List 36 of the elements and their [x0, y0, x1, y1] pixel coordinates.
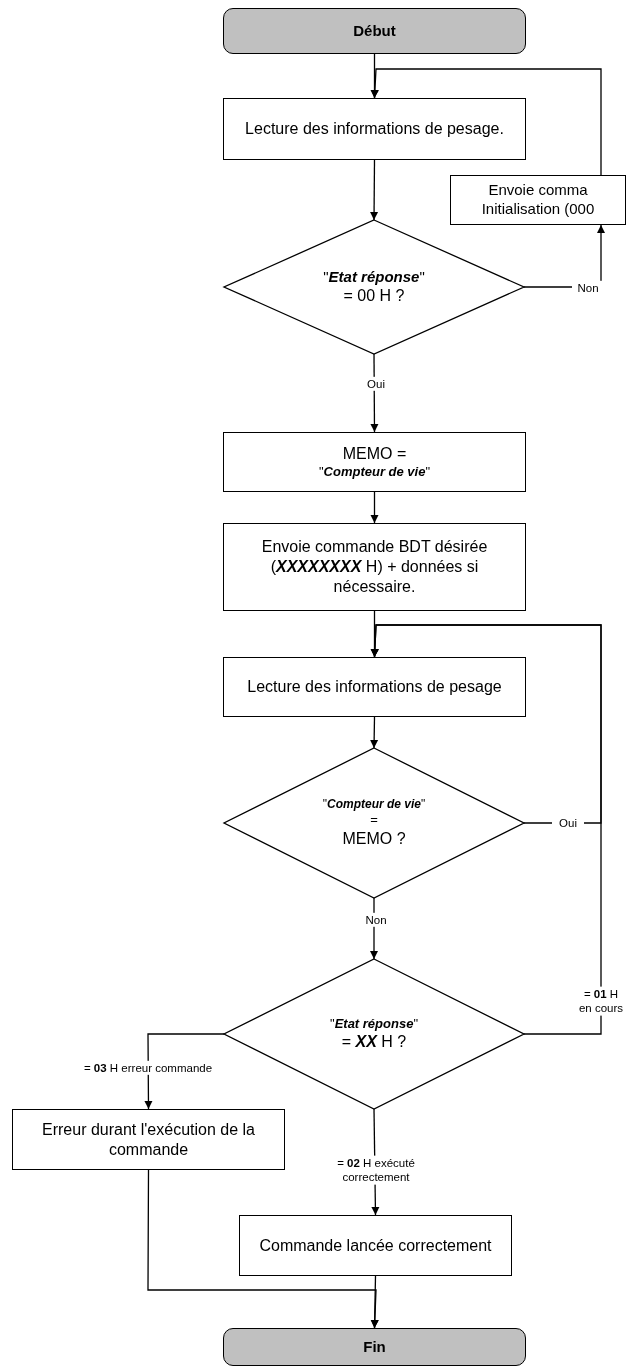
arrow — [370, 159, 379, 221]
decision-diamond — [224, 220, 524, 354]
node-text: = 00 H ? — [343, 286, 405, 307]
process-box — [223, 657, 526, 717]
arrow — [370, 716, 379, 749]
node-text: = XX H ? — [341, 1032, 407, 1053]
node-text: "Etat réponse" — [323, 267, 425, 287]
node-text: Erreur durant l'exécution de la commande — [41, 1119, 256, 1160]
node-text: Début — [353, 21, 396, 41]
arrow — [370, 491, 379, 524]
arrow — [370, 624, 602, 1035]
node-text: Lecture des informations de pesage — [246, 677, 503, 697]
process-box — [12, 1109, 285, 1170]
arrow — [144, 1033, 225, 1110]
node-text: = — [370, 812, 378, 829]
node-text: "Compteur de vie" — [317, 463, 432, 481]
arrow — [370, 1275, 379, 1329]
process-box — [239, 1215, 512, 1276]
node-text: Fin — [363, 1337, 386, 1357]
node-text: Lecture des informations de pesage. — [244, 119, 505, 139]
process-box — [223, 98, 526, 160]
process-box — [450, 175, 626, 225]
node-text: "Compteur de vie" — [322, 797, 426, 813]
decision-diamond — [224, 959, 524, 1109]
node-text: Commande lancée correctement — [258, 1235, 493, 1256]
terminal-box — [223, 1328, 526, 1366]
node-text: MEMO ? — [342, 828, 406, 849]
node-text: Envoie comma Initialisation (000 — [480, 181, 596, 219]
node-text: "Etat réponse" — [330, 1015, 418, 1033]
node-text: Envoie commande BDT désirée (XXXXXXXX H) + données si nécessaire. — [260, 537, 489, 597]
terminal-box — [223, 8, 526, 54]
decision-diamond — [224, 748, 524, 898]
process-box — [223, 432, 526, 492]
node-text: MEMO = — [341, 443, 408, 464]
arrow — [370, 68, 602, 176]
process-box — [223, 523, 526, 611]
